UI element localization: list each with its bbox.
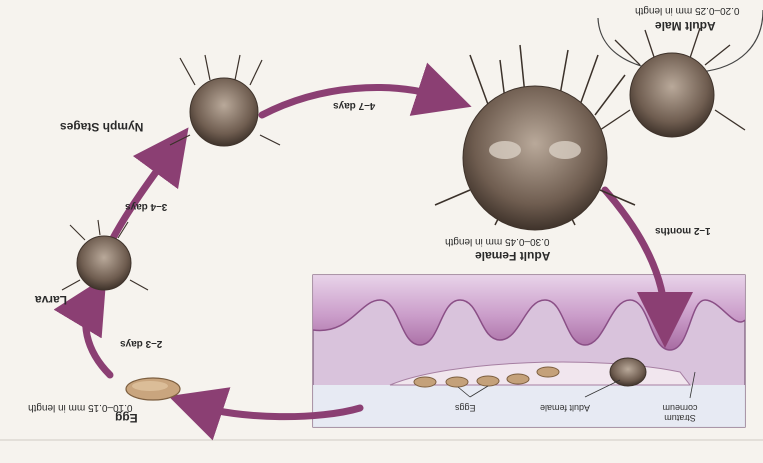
label-days-egg-larva: 2–3 days bbox=[120, 338, 162, 349]
burrow-egg bbox=[537, 367, 559, 377]
adult-female-mite bbox=[435, 45, 635, 230]
arrow-egg-to-larva bbox=[86, 300, 110, 375]
label-nymph-stages: Nymph Stages bbox=[60, 120, 143, 133]
label-larva: Larva bbox=[35, 293, 67, 306]
burrow-egg bbox=[414, 377, 436, 387]
label-adult-female: Adult Female bbox=[475, 249, 550, 262]
burrow-egg bbox=[446, 377, 468, 387]
label-adult-male: Adult Male bbox=[655, 19, 716, 32]
label-inset-eggs: Eggs bbox=[455, 402, 476, 412]
arrow-larva-to-nymph bbox=[112, 150, 172, 240]
label-inset-adult-female: Adult female bbox=[540, 402, 590, 412]
nymph-mite bbox=[170, 55, 280, 146]
burrow-egg bbox=[477, 376, 499, 386]
label-days-female-skin: 1–2 months bbox=[655, 225, 711, 236]
label-egg-size: 0.10–0.15 mm in length bbox=[28, 402, 133, 413]
larva-mite bbox=[62, 220, 148, 290]
label-adult-male-size: 0.20–0.25 mm in length bbox=[635, 5, 740, 16]
label-days-nymph-female: 4–7 days bbox=[333, 100, 375, 111]
burrow-egg bbox=[507, 374, 529, 384]
label-inset-stratum-corneum: Stratum corneum bbox=[650, 402, 710, 422]
label-days-larva-nymph: 3–4 days bbox=[125, 201, 167, 212]
label-adult-female-size: 0.30–0.45 mm in length bbox=[445, 236, 550, 247]
